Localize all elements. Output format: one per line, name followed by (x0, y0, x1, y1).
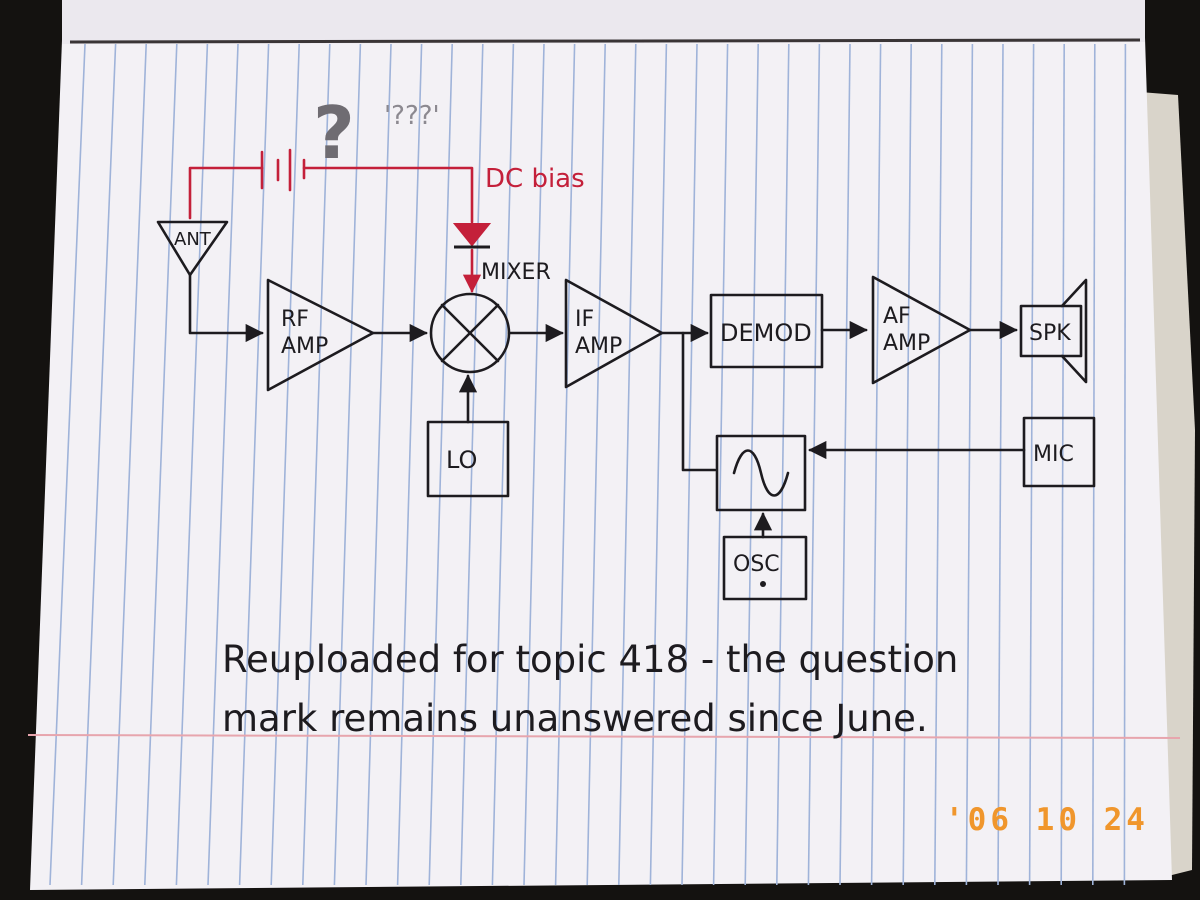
ruled-line (270, 43, 300, 886)
ruled-line (80, 43, 117, 886)
ruled-lines (49, 43, 1127, 886)
sine-wave-icon (732, 449, 790, 497)
back-pages (1140, 92, 1195, 878)
ruled-line (491, 43, 515, 886)
ruled-line (238, 43, 270, 886)
osc-block: OSC (722, 512, 808, 601)
ruled-line (1028, 43, 1035, 886)
osc-label: OSC (733, 552, 780, 577)
ruled-line (554, 43, 576, 886)
ruled-line (112, 43, 147, 886)
mixer-cross (440, 303, 500, 363)
rf-amp-triangle (266, 278, 375, 392)
dc-bias-path: DC bias (188, 148, 585, 293)
demod-label: DEMOD (720, 319, 812, 347)
bias-wire-right (302, 166, 474, 224)
ruled-line (807, 43, 821, 886)
ruled-line (870, 43, 882, 886)
antenna-block: ANT (156, 220, 264, 343)
af-amp-label-1: AF (883, 304, 911, 329)
ruled-line (523, 43, 545, 886)
question-marks-note: '???' (384, 101, 440, 131)
speaker-cone (1060, 278, 1088, 384)
af-amp-block: AF AMP (871, 275, 1018, 385)
ruled-line (365, 43, 392, 886)
ruled-line (302, 43, 331, 886)
bias-wire-left (188, 166, 264, 220)
ruled-line (175, 43, 209, 886)
af-amp-label-2: AMP (883, 331, 930, 356)
osc-box (722, 535, 808, 601)
af-amp-triangle (871, 275, 972, 385)
ruled-line (902, 43, 912, 886)
paper-page (30, 38, 1172, 890)
if-amp-block: IF AMP (564, 278, 717, 472)
ruled-line (681, 43, 698, 886)
rf-amp-label-1: RF (281, 307, 309, 332)
mic-block: MIC (808, 416, 1096, 488)
modulator-box (715, 434, 807, 512)
ruled-line (744, 43, 759, 886)
ruled-line (776, 43, 790, 886)
ruled-line (207, 43, 239, 886)
speaker-block: SPK (1019, 278, 1088, 384)
ruled-line (965, 43, 974, 886)
dc-bias-label: DC bias (485, 164, 585, 194)
lo-label: LO (446, 446, 477, 474)
mixer-block: MIXER (429, 260, 564, 374)
ruled-line (333, 43, 362, 886)
ruled-line (618, 43, 637, 886)
caption-line-2: mark remains unanswered since June. (222, 697, 928, 740)
ruled-line (49, 43, 86, 886)
caption-line-1: Reuploaded for topic 418 - the question (222, 638, 958, 681)
antenna-icon (156, 220, 229, 277)
demod-block: DEMOD (709, 293, 868, 369)
ruled-line (144, 43, 178, 886)
if-amp-label-2: AMP (575, 334, 622, 359)
rf-amp-label-2: AMP (281, 334, 328, 359)
diode-icon (452, 223, 492, 247)
page-fold (69, 38, 1141, 44)
modulator-block (715, 434, 807, 512)
ruled-line (649, 43, 668, 886)
lo-block: LO (426, 374, 510, 498)
rf-amp-block: RF AMP (266, 278, 428, 392)
ant-label: ANT (174, 229, 212, 250)
ruled-line (934, 43, 943, 886)
ruled-line (428, 43, 453, 886)
ruled-line (839, 43, 851, 886)
ruled-line (396, 43, 423, 886)
notebook (27, 0, 1195, 890)
spk-label: SPK (1029, 321, 1071, 346)
mic-box (1022, 416, 1096, 488)
ruled-line (586, 43, 606, 886)
question-mark: ? (313, 91, 355, 175)
date-stamp: '06 10 24 (945, 802, 1149, 838)
ant-to-rf-line (188, 273, 264, 343)
mic-label: MIC (1033, 442, 1074, 467)
speaker-icon (1019, 304, 1083, 358)
osc-dot (760, 581, 766, 587)
top-page (62, 0, 1145, 44)
mixer-label: MIXER (481, 260, 551, 285)
ruled-line (997, 43, 1004, 886)
ruled-line (1123, 43, 1127, 886)
if-amp-label-1: IF (575, 307, 594, 332)
if-amp-triangle (564, 278, 664, 389)
margin-line (27, 734, 1181, 739)
ruled-line (460, 43, 484, 886)
ruled-line (712, 43, 729, 886)
ruled-line (1060, 43, 1065, 886)
if-to-modulator-line (681, 331, 717, 472)
